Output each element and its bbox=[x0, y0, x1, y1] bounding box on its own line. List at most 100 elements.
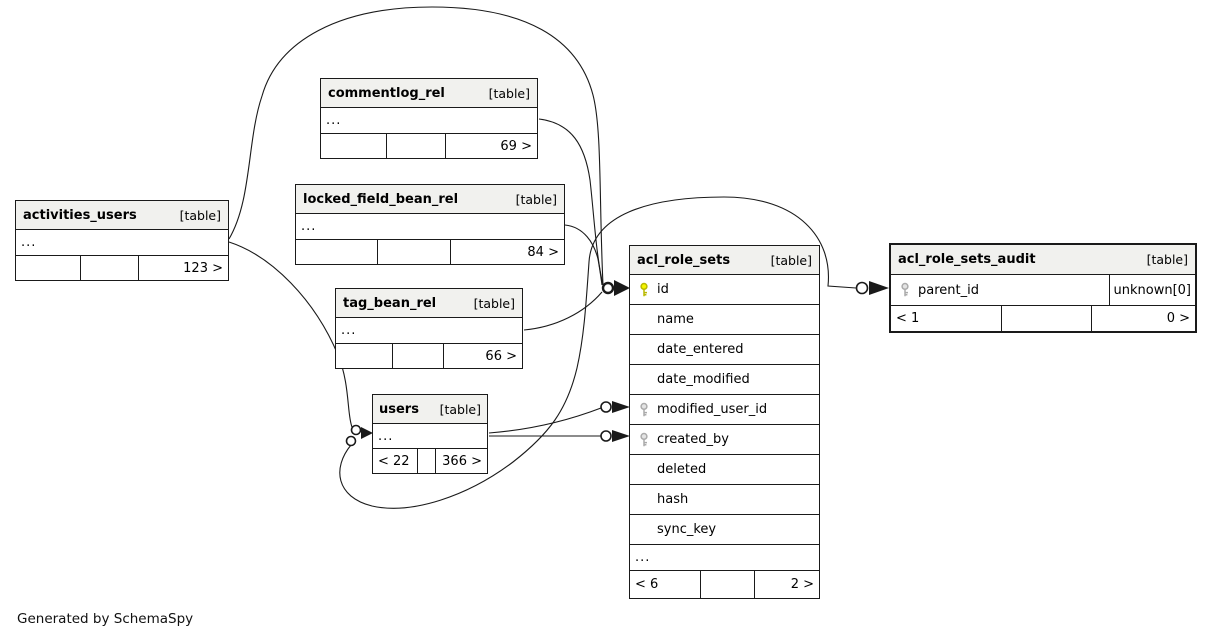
column-name: name bbox=[657, 312, 694, 327]
columns-collapsed-row: ... bbox=[336, 318, 522, 344]
column-row-id: id bbox=[630, 275, 819, 305]
ellipsis-label: ... bbox=[635, 550, 651, 565]
column-row-date_modified: date_modified bbox=[630, 365, 819, 395]
table-header[interactable]: tag_bean_rel [table] bbox=[336, 289, 522, 318]
footer-spacer bbox=[700, 571, 754, 598]
edge-users-acl_role_sets_audit bbox=[339, 196, 857, 509]
generator-caption: Generated by SchemaSpy bbox=[17, 611, 194, 627]
connector-circle-created-by bbox=[600, 430, 612, 442]
column-name: sync_key bbox=[657, 522, 717, 537]
table-type-tag: [table] bbox=[439, 401, 481, 417]
column-row-sync_key: sync_key bbox=[630, 515, 819, 545]
table-name: users bbox=[379, 401, 419, 417]
table-header[interactable]: users [table] bbox=[373, 395, 487, 424]
primary-key-icon bbox=[639, 282, 648, 296]
foreign-key-icon bbox=[639, 432, 648, 446]
footer-children-count bbox=[296, 240, 377, 264]
columns-collapsed-row: ... bbox=[16, 230, 228, 256]
crowfoot-arrow-audit-parent-id bbox=[869, 281, 889, 295]
footer-parents-count: 366 > bbox=[435, 449, 487, 473]
edge-users-modified_user_id bbox=[488, 407, 602, 434]
table-activities-users[interactable]: activities_users [table] ... 123 > bbox=[15, 200, 229, 281]
table-name: locked_field_bean_rel bbox=[303, 191, 459, 207]
columns-collapsed-row: ... bbox=[630, 545, 819, 571]
table-footer: < 6 2 > bbox=[630, 571, 819, 598]
columns-collapsed-row: ... bbox=[296, 214, 564, 240]
table-users[interactable]: users [table] ... < 22 366 > bbox=[372, 394, 488, 474]
edge-commentlog_rel-acl_role_sets bbox=[538, 118, 604, 286]
column-name: date_modified bbox=[657, 372, 750, 387]
table-acl-role-sets[interactable]: acl_role_sets [table] id name date_entered… bbox=[629, 245, 820, 599]
columns-collapsed-row: ... bbox=[321, 108, 537, 134]
crowfoot-arrow-acl-id bbox=[614, 280, 630, 296]
column-name: created_by bbox=[657, 432, 729, 447]
table-footer: 66 > bbox=[336, 344, 522, 368]
table-header[interactable]: commentlog_rel [table] bbox=[321, 79, 537, 108]
connector-circle-acl-id bbox=[601, 281, 615, 295]
table-commentlog-rel[interactable]: commentlog_rel [table] ... 69 > bbox=[320, 78, 538, 159]
table-footer: < 22 366 > bbox=[373, 449, 487, 473]
table-header[interactable]: locked_field_bean_rel [table] bbox=[296, 185, 564, 214]
table-tag-bean-rel[interactable]: tag_bean_rel [table] ... 66 > bbox=[335, 288, 523, 369]
column-list: ... bbox=[321, 108, 537, 134]
ellipsis-label: ... bbox=[301, 219, 317, 234]
table-name: activities_users bbox=[23, 207, 137, 223]
table-type-tag: [table] bbox=[179, 207, 221, 223]
column-row-deleted: deleted bbox=[630, 455, 819, 485]
footer-children-count: < 1 bbox=[896, 311, 920, 326]
footer-parents-count: 84 > bbox=[450, 240, 564, 264]
table-name: commentlog_rel bbox=[328, 85, 445, 101]
key-icon-slot bbox=[891, 282, 918, 298]
table-locked-field-bean-rel[interactable]: locked_field_bean_rel [table] ... 84 > bbox=[295, 184, 565, 265]
table-type-tag: [table] bbox=[770, 252, 812, 268]
connector-circle-users-out bbox=[345, 435, 357, 447]
columns-collapsed-row: ... bbox=[373, 424, 487, 449]
connector-circle-modified-user-id bbox=[600, 401, 612, 413]
key-icon-slot bbox=[630, 432, 657, 448]
column-list: ... bbox=[373, 424, 487, 449]
column-name: deleted bbox=[657, 462, 707, 477]
ellipsis-label: ... bbox=[326, 113, 342, 128]
table-header[interactable]: acl_role_sets [table] bbox=[630, 246, 819, 275]
footer-children-count bbox=[321, 134, 386, 158]
table-footer: 84 > bbox=[296, 240, 564, 264]
footer-spacer bbox=[80, 256, 138, 280]
column-row-modified_user_id: modified_user_id bbox=[630, 395, 819, 425]
table-name: acl_role_sets_audit bbox=[898, 252, 1036, 267]
footer-parents-count: 0 > bbox=[1091, 306, 1195, 331]
footer-spacer bbox=[1001, 306, 1091, 331]
table-footer: < 1 0 > bbox=[891, 306, 1195, 331]
table-type-tag: [table] bbox=[488, 85, 530, 101]
column-row-created_by: created_by bbox=[630, 425, 819, 455]
column-name: id bbox=[657, 282, 669, 297]
table-type-tag: [table] bbox=[1146, 252, 1188, 267]
footer-spacer bbox=[377, 240, 450, 264]
footer-parents-count: 123 > bbox=[138, 256, 228, 280]
footer-spacer bbox=[417, 449, 435, 473]
table-type-tag: [table] bbox=[515, 191, 557, 207]
crowfoot-arrow-modified-user-id bbox=[612, 401, 630, 413]
key-icon-slot bbox=[630, 402, 657, 418]
column-name: hash bbox=[657, 492, 689, 507]
connector-circle-audit-parent-id bbox=[855, 281, 869, 295]
column-list: ... bbox=[296, 214, 564, 240]
table-header[interactable]: activities_users [table] bbox=[16, 201, 228, 230]
footer-children-count bbox=[336, 344, 392, 368]
column-name: date_entered bbox=[657, 342, 744, 357]
ellipsis-label: ... bbox=[378, 428, 394, 444]
table-name: tag_bean_rel bbox=[343, 295, 437, 311]
connector-circle-users-in bbox=[350, 424, 362, 436]
footer-children-count bbox=[16, 256, 80, 280]
table-header[interactable]: acl_role_sets_audit [table] bbox=[891, 245, 1195, 275]
column-list: ... bbox=[336, 318, 522, 344]
column-type: unknown[0] bbox=[1108, 275, 1196, 305]
column-list: ... bbox=[16, 230, 228, 256]
column-row-date_entered: date_entered bbox=[630, 335, 819, 365]
table-footer: 69 > bbox=[321, 134, 537, 158]
foreign-key-icon bbox=[900, 282, 909, 297]
footer-spacer bbox=[392, 344, 443, 368]
footer-children-count: < 6 bbox=[635, 577, 659, 592]
